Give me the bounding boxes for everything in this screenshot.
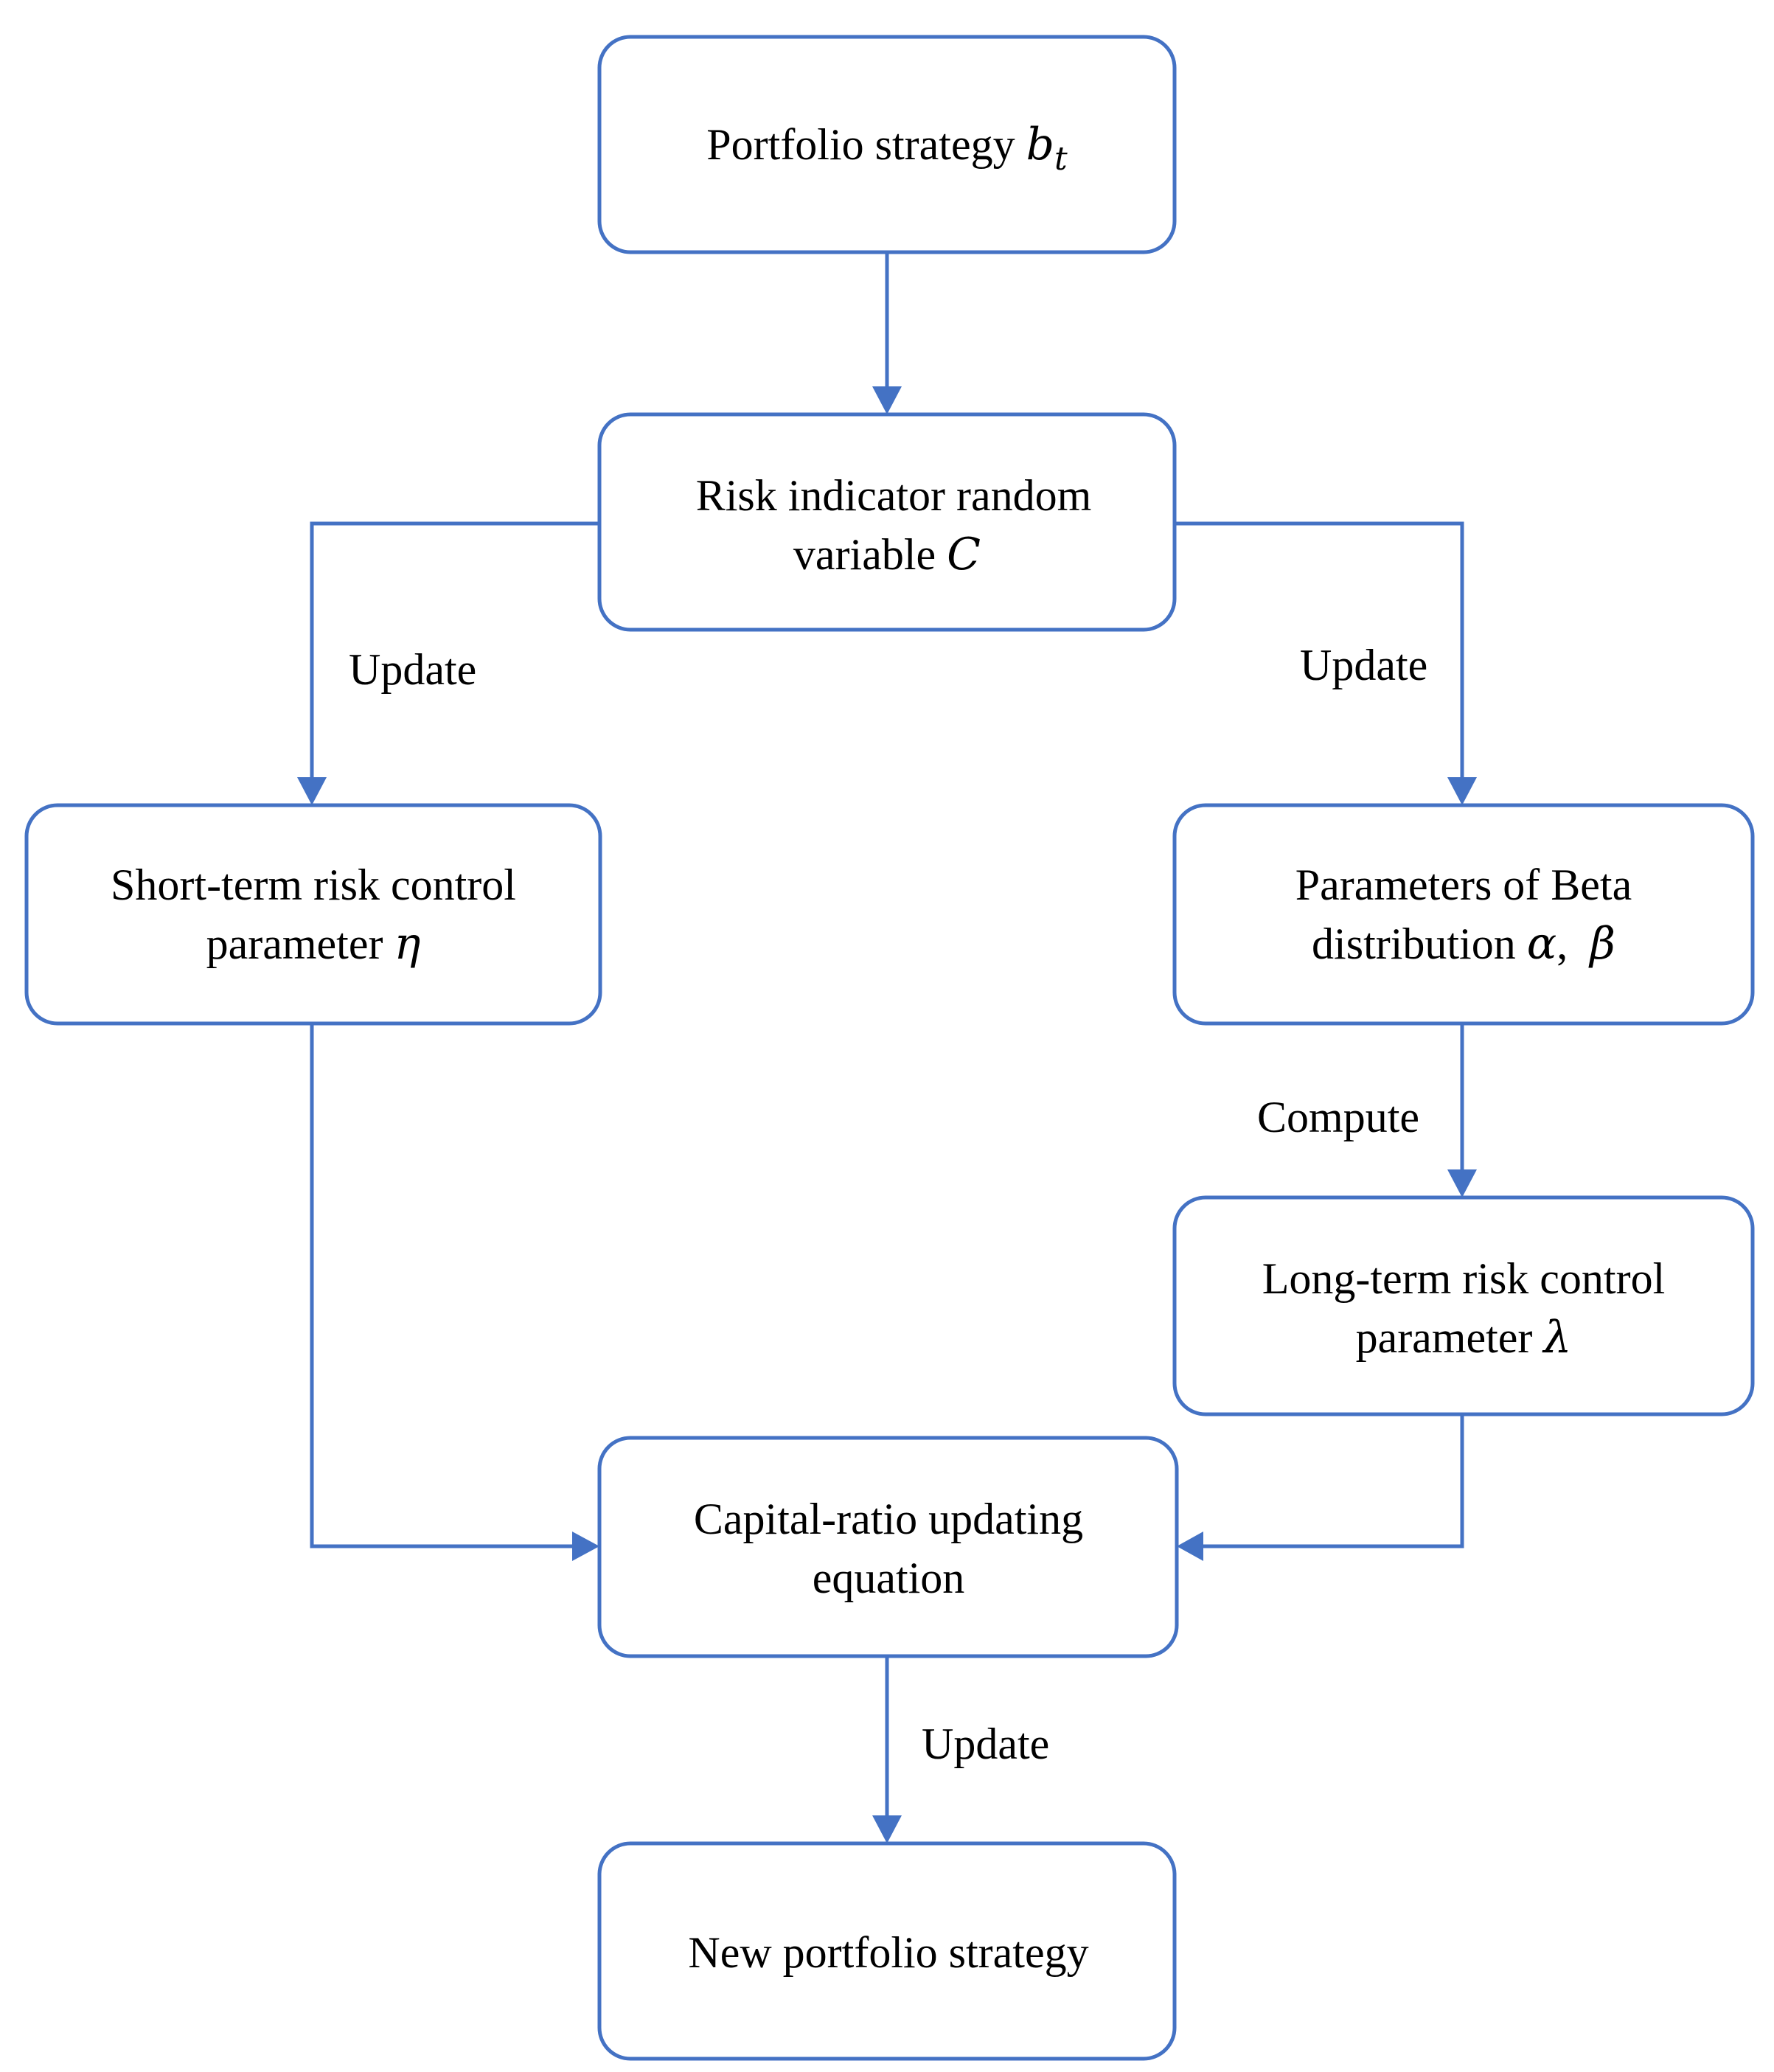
symbol-eta: η bbox=[394, 918, 420, 970]
arrowhead-new-portfolio bbox=[872, 1815, 902, 1843]
arrowhead-long-term bbox=[1447, 1169, 1477, 1197]
edge-risk-to-short-term bbox=[310, 521, 599, 780]
arrowhead-short-term bbox=[297, 777, 327, 805]
node-beta-parameters: Parameters of Beta distribution α, β bbox=[1172, 803, 1755, 1026]
label-text: distribution bbox=[1312, 919, 1527, 968]
node-label-capital-line1: Capital-ratio updating bbox=[694, 1495, 1083, 1543]
node-label-beta-line2: distribution α, β bbox=[1312, 918, 1615, 970]
label-text: parameter bbox=[206, 919, 394, 968]
arrowhead-capital-left bbox=[572, 1532, 599, 1561]
node-label-short-term-line2: parameter η bbox=[206, 918, 421, 970]
symbol-beta: β bbox=[1588, 918, 1615, 970]
label-text: Portfolio strategy bbox=[706, 120, 1026, 169]
edge-label-update-bottom: Update bbox=[922, 1720, 1049, 1768]
label-text: parameter bbox=[1356, 1313, 1544, 1362]
connectors bbox=[297, 252, 1477, 1843]
symbol-c: C bbox=[947, 529, 981, 580]
node-short-term-parameter: Short-term risk control parameter η bbox=[24, 803, 602, 1026]
node-label-risk-line2: variable C bbox=[793, 529, 981, 580]
arrowhead-risk-indicator bbox=[872, 386, 902, 414]
edge-label-compute: Compute bbox=[1257, 1093, 1419, 1141]
edge-label-update-left: Update bbox=[349, 645, 476, 694]
edge-risk-to-beta bbox=[1175, 521, 1464, 780]
edge-label-update-right: Update bbox=[1300, 641, 1427, 689]
symbol-b: b bbox=[1026, 119, 1054, 170]
arrowhead-beta-params bbox=[1447, 777, 1477, 805]
label-text: variable bbox=[793, 530, 947, 579]
node-label-new-portfolio: New portfolio strategy bbox=[688, 1928, 1088, 1977]
node-label-short-term-line1: Short-term risk control bbox=[111, 861, 516, 909]
separator: , bbox=[1556, 919, 1590, 968]
node-label-beta-line1: Parameters of Beta bbox=[1295, 861, 1632, 909]
symbol-lambda: λ bbox=[1542, 1312, 1571, 1363]
node-new-portfolio-strategy: New portfolio strategy bbox=[597, 1841, 1177, 2061]
symbol-alpha: α bbox=[1527, 918, 1557, 970]
edge-long-term-to-capital bbox=[1200, 1414, 1464, 1548]
node-risk-indicator: Risk indicator random variable C bbox=[597, 412, 1177, 632]
node-label-long-term-line2: parameter λ bbox=[1356, 1312, 1572, 1363]
node-long-term-parameter: Long-term risk control parameter λ bbox=[1172, 1195, 1755, 1416]
node-capital-ratio-equation: Capital-ratio updating equation bbox=[597, 1436, 1179, 1658]
node-label-risk-line1: Risk indicator random bbox=[696, 471, 1092, 520]
node-label-portfolio-strategy: Portfolio strategy bt bbox=[706, 119, 1068, 178]
arrowhead-capital-right bbox=[1177, 1532, 1203, 1561]
node-label-long-term-line1: Long-term risk control bbox=[1262, 1254, 1666, 1303]
edge-short-term-to-capital bbox=[310, 1023, 575, 1548]
node-portfolio-strategy: Portfolio strategy bt bbox=[597, 35, 1177, 254]
subscript-t: t bbox=[1054, 140, 1068, 178]
node-label-capital-line2: equation bbox=[813, 1554, 965, 1602]
